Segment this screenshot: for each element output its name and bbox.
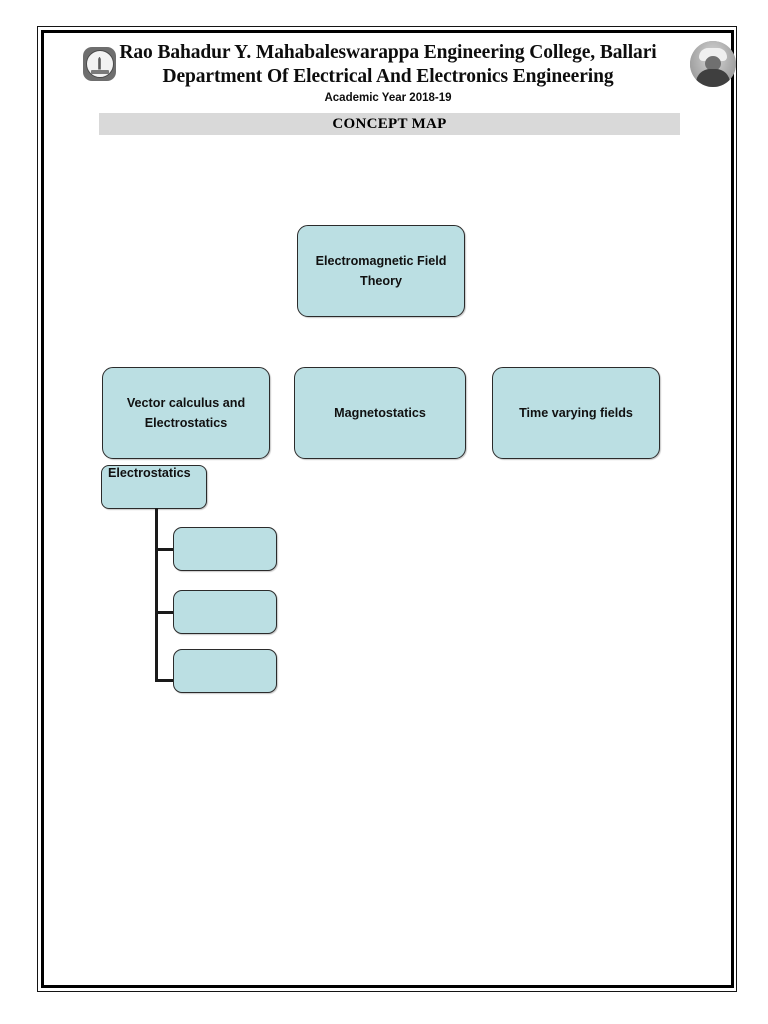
tree-connector-stub-1 [155, 548, 174, 551]
concept-node-child-3 [173, 649, 277, 693]
concept-node-child-2 [173, 590, 277, 634]
concept-map-banner: CONCEPT MAP [99, 113, 680, 135]
portrait-face [705, 56, 721, 71]
seal-circle [85, 50, 114, 78]
banner-title: CONCEPT MAP [332, 115, 447, 132]
concept-node-magnetostatics: Magnetostatics [294, 367, 466, 459]
concept-node-vector-calculus-electrostatics: Vector calculus and Electrostatics [102, 367, 270, 459]
electrostatics-label: Electrostatics [108, 466, 191, 480]
portrait-image [690, 41, 736, 87]
tree-connector-stub-3 [155, 679, 174, 682]
concept-node-root: Electromagnetic Field Theory [297, 225, 465, 317]
concept-node-time-varying-fields: Time varying fields [492, 367, 660, 459]
college-seal-logo-icon [83, 47, 116, 81]
tree-connector-trunk [155, 508, 158, 682]
founder-portrait-icon [690, 41, 736, 87]
tree-connector-stub-2 [155, 611, 174, 614]
institution-name: Rao Bahadur Y. Mahabaleswarappa Engineer… [119, 42, 657, 63]
concept-node-child-1 [173, 527, 277, 571]
portrait-body [696, 69, 730, 87]
concept-node-electrostatics: Electrostatics [101, 465, 207, 509]
header-title-block: Rao Bahadur Y. Mahabaleswarappa Engineer… [108, 41, 668, 107]
seal-emblem [98, 56, 101, 70]
academic-year: Academic Year 2018-19 [324, 92, 452, 104]
department-name: Department Of Electrical And Electronics… [162, 66, 614, 87]
